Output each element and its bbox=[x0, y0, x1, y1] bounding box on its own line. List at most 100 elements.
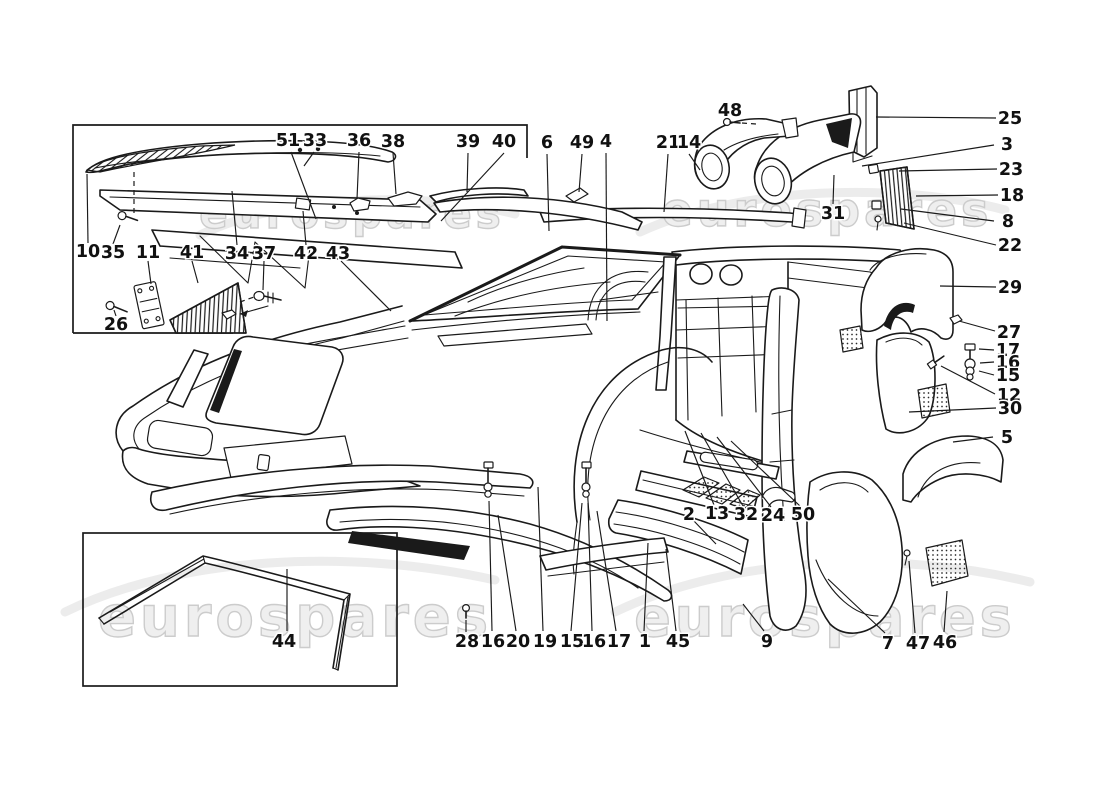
leader-line-11 bbox=[147, 260, 152, 285]
leader-line-43 bbox=[340, 260, 392, 312]
part-label-31[interactable]: 31 bbox=[819, 203, 846, 226]
part-label-16[interactable]: 16 bbox=[994, 352, 1021, 375]
part-label-18[interactable]: 18 bbox=[998, 185, 1025, 208]
part-label-16[interactable]: 16 bbox=[580, 631, 607, 654]
air-intake-duct-left bbox=[693, 117, 799, 190]
leader-line-47 bbox=[908, 560, 916, 634]
clip-28 bbox=[462, 603, 471, 619]
part-label-41[interactable]: 41 bbox=[178, 242, 205, 265]
part-label-27[interactable]: 27 bbox=[995, 322, 1022, 345]
part-label-49[interactable]: 49 bbox=[568, 132, 595, 155]
part-label-17[interactable]: 17 bbox=[605, 631, 632, 654]
rocker-panel bbox=[607, 499, 749, 575]
leader-line-17 bbox=[978, 348, 995, 351]
part-label-39[interactable]: 39 bbox=[454, 131, 481, 154]
part-label-19[interactable]: 19 bbox=[531, 631, 558, 654]
part-label-29[interactable]: 29 bbox=[996, 277, 1023, 300]
leader-line-36 bbox=[356, 151, 360, 200]
part-label-23[interactable]: 23 bbox=[997, 159, 1024, 182]
part-label-11[interactable]: 11 bbox=[134, 242, 161, 265]
part-label-15[interactable]: 15 bbox=[558, 631, 585, 654]
roof-rail-40 bbox=[433, 196, 643, 231]
part-label-51[interactable]: 51 bbox=[274, 130, 301, 153]
part-label-25[interactable]: 25 bbox=[996, 108, 1023, 131]
part-label-12[interactable]: 12 bbox=[995, 385, 1022, 408]
rear-fender-panel bbox=[902, 435, 1004, 503]
part-label-21[interactable]: 21 bbox=[654, 132, 681, 155]
part-label-2[interactable]: 2 bbox=[681, 504, 696, 527]
leader-line-24 bbox=[716, 436, 772, 508]
leader-line-29 bbox=[939, 285, 997, 288]
part-label-36[interactable]: 36 bbox=[345, 130, 372, 153]
quarter-inner-panel bbox=[806, 471, 904, 634]
roof-clip bbox=[294, 197, 312, 211]
part-label-48[interactable]: 48 bbox=[716, 100, 743, 123]
leader-line-15 bbox=[570, 502, 583, 632]
sound-pad-small bbox=[839, 325, 864, 353]
part-label-30[interactable]: 30 bbox=[996, 398, 1023, 421]
part-label-32[interactable]: 32 bbox=[732, 504, 759, 527]
leader-line-6 bbox=[546, 153, 550, 232]
leader-line-51 bbox=[290, 151, 317, 220]
leader-line-42 bbox=[302, 210, 307, 246]
roof-catch-bracket bbox=[387, 191, 423, 207]
b-pillar-panel bbox=[761, 287, 807, 631]
part-label-15[interactable]: 15 bbox=[994, 365, 1021, 388]
leader-line-7 bbox=[827, 578, 886, 634]
part-label-20[interactable]: 20 bbox=[504, 631, 531, 654]
floor-insulation-mats bbox=[682, 476, 796, 510]
part-label-10[interactable]: 10 bbox=[74, 241, 101, 264]
part-label-47[interactable]: 47 bbox=[904, 633, 931, 656]
part-label-3[interactable]: 3 bbox=[999, 134, 1014, 157]
part-label-22[interactable]: 22 bbox=[996, 235, 1023, 258]
leader-line-49 bbox=[578, 153, 583, 193]
deck-hole-left bbox=[689, 263, 713, 285]
part-label-34[interactable]: 34 bbox=[223, 243, 250, 266]
part-label-44[interactable]: 44 bbox=[270, 631, 297, 654]
leader-line-50 bbox=[730, 440, 801, 507]
hood-latch-plate bbox=[256, 454, 271, 472]
part-label-1[interactable]: 1 bbox=[637, 631, 652, 654]
windshield-aperture bbox=[409, 246, 681, 322]
part-label-14[interactable]: 14 bbox=[675, 132, 702, 155]
screw-37 bbox=[253, 290, 282, 304]
leader-line-8 bbox=[900, 208, 995, 222]
part-label-6[interactable]: 6 bbox=[539, 132, 554, 155]
part-label-4[interactable]: 4 bbox=[598, 131, 613, 154]
clip-27 bbox=[949, 314, 963, 325]
leader-line-39 bbox=[466, 152, 469, 193]
part-label-46[interactable]: 46 bbox=[931, 632, 958, 655]
roof-inset-assembly bbox=[72, 124, 643, 334]
part-label-33[interactable]: 33 bbox=[301, 130, 328, 153]
leader-line-21 bbox=[663, 153, 669, 213]
screw-47 bbox=[903, 549, 911, 566]
part-label-38[interactable]: 38 bbox=[379, 131, 406, 154]
roll-hoop-pillar bbox=[655, 256, 677, 391]
sound-pad-quarter bbox=[925, 539, 969, 587]
part-label-28[interactable]: 28 bbox=[453, 631, 480, 654]
part-label-5[interactable]: 5 bbox=[999, 427, 1014, 450]
leader-line-4 bbox=[605, 152, 608, 322]
part-label-9[interactable]: 9 bbox=[759, 631, 774, 654]
part-label-26[interactable]: 26 bbox=[102, 314, 129, 337]
part-label-37[interactable]: 37 bbox=[250, 243, 277, 266]
leader-line-15 bbox=[978, 370, 995, 376]
part-label-42[interactable]: 42 bbox=[292, 243, 319, 266]
vent-bracket bbox=[133, 281, 165, 330]
leader-line-26 bbox=[113, 309, 117, 317]
part-label-8[interactable]: 8 bbox=[1000, 211, 1015, 234]
part-label-16[interactable]: 16 bbox=[479, 631, 506, 654]
part-label-45[interactable]: 45 bbox=[664, 631, 691, 654]
part-label-43[interactable]: 43 bbox=[324, 243, 351, 266]
part-label-50[interactable]: 50 bbox=[789, 504, 816, 527]
part-label-17[interactable]: 17 bbox=[994, 340, 1021, 363]
part-label-35[interactable]: 35 bbox=[99, 242, 126, 265]
leader-line-37 bbox=[262, 260, 265, 291]
vent-grille bbox=[169, 282, 247, 334]
band-bracket bbox=[565, 187, 589, 203]
part-label-7[interactable]: 7 bbox=[880, 633, 895, 656]
part-label-40[interactable]: 40 bbox=[490, 131, 517, 154]
screw-35 bbox=[117, 211, 139, 222]
part-label-24[interactable]: 24 bbox=[759, 505, 786, 528]
part-label-13[interactable]: 13 bbox=[703, 503, 730, 526]
